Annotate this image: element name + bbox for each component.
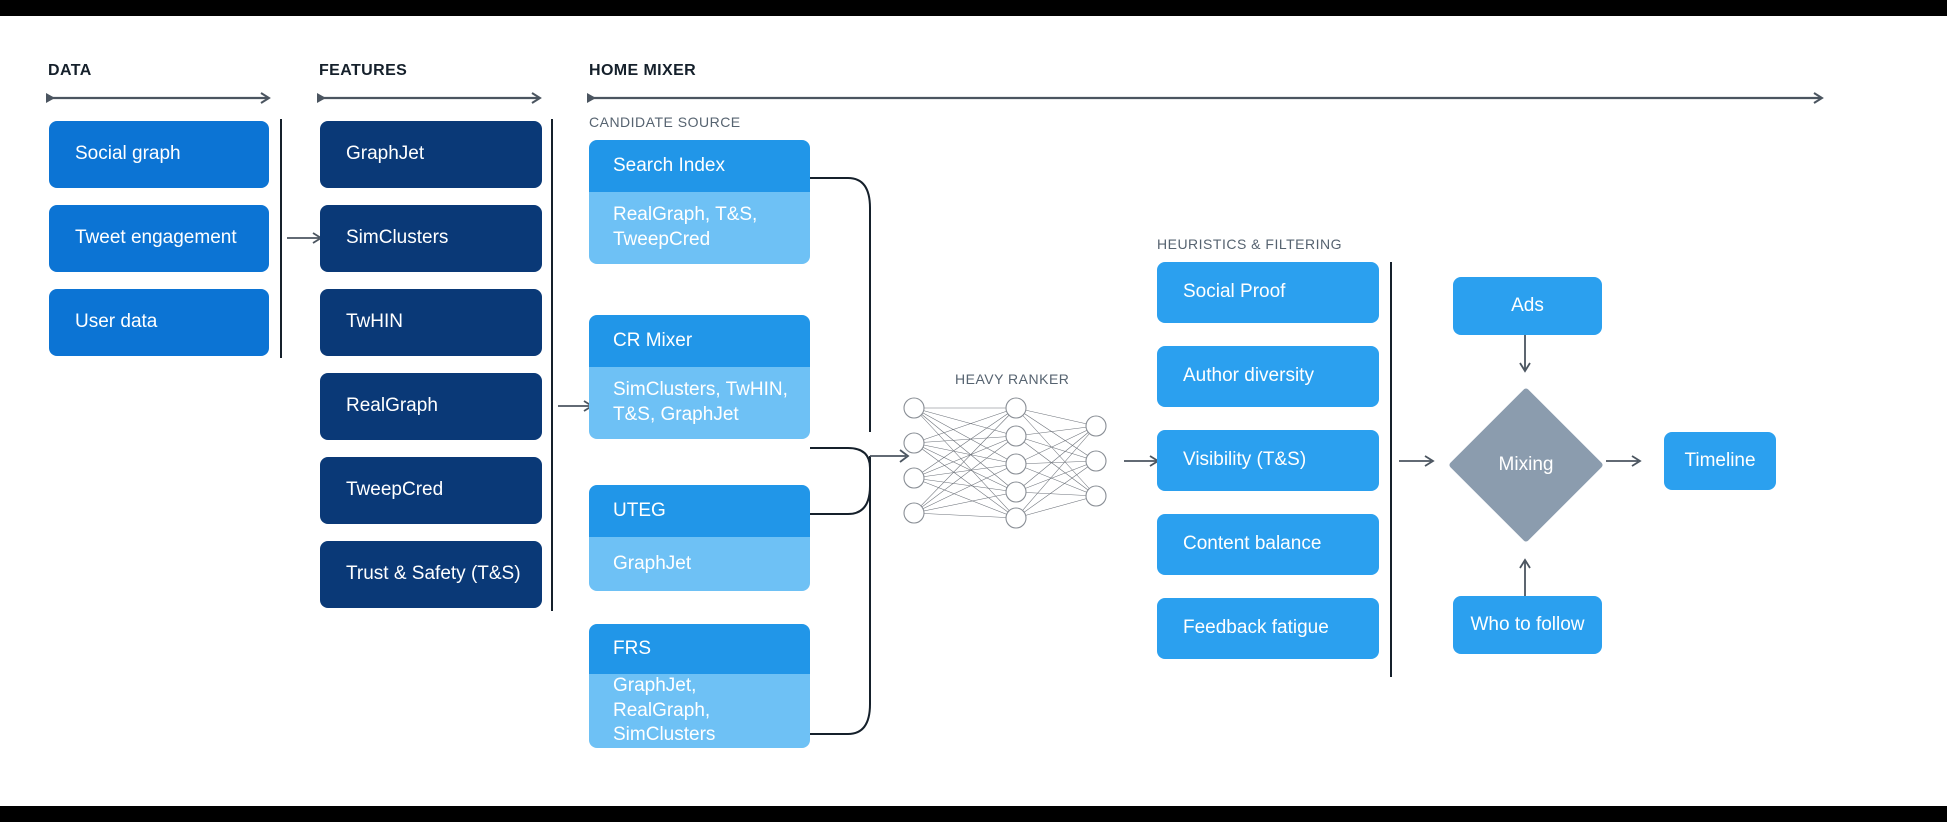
feature-node-trust-and-safety[interactable]: Trust & Safety (T&S) (320, 541, 542, 608)
arrow-ads-to-mixing (1519, 335, 1531, 373)
divider-data-features (280, 119, 282, 358)
output-node-who-to-follow[interactable]: Who to follow (1453, 596, 1602, 654)
feature-node-label: Trust & Safety (T&S) (346, 563, 521, 585)
data-node-tweet-engagement[interactable]: Tweet engagement (49, 205, 269, 272)
data-node-user-data[interactable]: User data (49, 289, 269, 356)
heuristic-node-label: Author diversity (1183, 365, 1314, 387)
phase-arrow-home-mixer (587, 92, 1824, 104)
heuristic-node-social-proof[interactable]: Social Proof (1157, 262, 1379, 323)
phase-title-data: DATA (48, 62, 92, 79)
feature-node-label: RealGraph (346, 395, 438, 417)
candidate-source-features: GraphJet, RealGraph, SimClusters (589, 673, 810, 748)
candidate-source-title: FRS (589, 624, 810, 674)
divider-features-home-mixer (551, 119, 553, 611)
divider-heuristics-mixing (1390, 262, 1392, 677)
feature-node-twhin[interactable]: TwHIN (320, 289, 542, 356)
candidate-source-title: Search Index (589, 140, 810, 192)
diagram-paper: DATA FEATURES HOME MIXER Social graph (0, 16, 1947, 806)
feature-node-graphjet[interactable]: GraphJet (320, 121, 542, 188)
caption-heavy-ranker: HEAVY RANKER (955, 371, 1070, 387)
heuristic-node-visibility[interactable]: Visibility (T&S) (1157, 430, 1379, 491)
output-node-label: Ads (1511, 294, 1544, 316)
candidate-source-features: SimClusters, TwHIN, T&S, GraphJet (589, 367, 810, 439)
feature-node-label: GraphJet (346, 143, 425, 165)
candidate-source-card-frs[interactable]: FRS GraphJet, RealGraph, SimClusters (589, 624, 810, 748)
heuristic-node-label: Visibility (T&S) (1183, 449, 1307, 471)
phase-title-home-mixer: HOME MIXER (589, 62, 697, 79)
caption-heuristics-filtering: HEURISTICS & FILTERING (1157, 236, 1342, 252)
phase-arrow-features (317, 92, 542, 104)
output-node-ads[interactable]: Ads (1453, 277, 1602, 335)
candidate-source-title: CR Mixer (589, 315, 810, 367)
heuristic-node-label: Content balance (1183, 533, 1322, 555)
feature-node-label: SimClusters (346, 227, 449, 249)
heavy-ranker-network (903, 397, 1107, 529)
data-node-label: Social graph (75, 143, 181, 165)
output-node-label: Timeline (1684, 449, 1756, 471)
heuristic-node-feedback-fatigue[interactable]: Feedback fatigue (1157, 598, 1379, 659)
mixing-diamond-label: Mixing (1498, 454, 1554, 475)
arrow-heuristics-to-mixing (1399, 455, 1435, 467)
data-node-label: Tweet engagement (75, 227, 237, 249)
diagram-stage: DATA FEATURES HOME MIXER Social graph (0, 16, 1947, 806)
feature-node-realgraph[interactable]: RealGraph (320, 373, 542, 440)
phase-arrow-data (46, 92, 271, 104)
feature-node-tweepcred[interactable]: TweepCred (320, 457, 542, 524)
candidate-source-card-uteg[interactable]: UTEG GraphJet (589, 485, 810, 591)
candidate-source-features: GraphJet (589, 537, 810, 591)
candidate-source-card-search-index[interactable]: Search Index RealGraph, T&S, TweepCred (589, 140, 810, 264)
feature-node-label: TweepCred (346, 479, 444, 501)
candidate-source-card-cr-mixer[interactable]: CR Mixer SimClusters, TwHIN, T&S, GraphJ… (589, 315, 810, 439)
arrow-mixing-to-timeline (1606, 455, 1642, 467)
phase-title-features: FEATURES (319, 62, 408, 79)
connector-candidate-sources-to-ranker (810, 177, 910, 735)
data-node-social-graph[interactable]: Social graph (49, 121, 269, 188)
heuristic-node-label: Feedback fatigue (1183, 617, 1329, 639)
output-node-timeline[interactable]: Timeline (1664, 432, 1776, 490)
output-node-label: Who to follow (1470, 613, 1585, 635)
caption-candidate-source: CANDIDATE SOURCE (589, 114, 741, 130)
heuristic-node-content-balance[interactable]: Content balance (1157, 514, 1379, 575)
candidate-source-title: UTEG (589, 485, 810, 537)
arrow-who-to-follow-to-mixing (1519, 558, 1531, 596)
feature-node-label: TwHIN (346, 311, 403, 333)
data-node-label: User data (75, 311, 158, 333)
feature-node-simclusters[interactable]: SimClusters (320, 205, 542, 272)
heuristic-node-label: Social Proof (1183, 281, 1286, 303)
heuristic-node-author-diversity[interactable]: Author diversity (1157, 346, 1379, 407)
candidate-source-features: RealGraph, T&S, TweepCred (589, 192, 810, 264)
